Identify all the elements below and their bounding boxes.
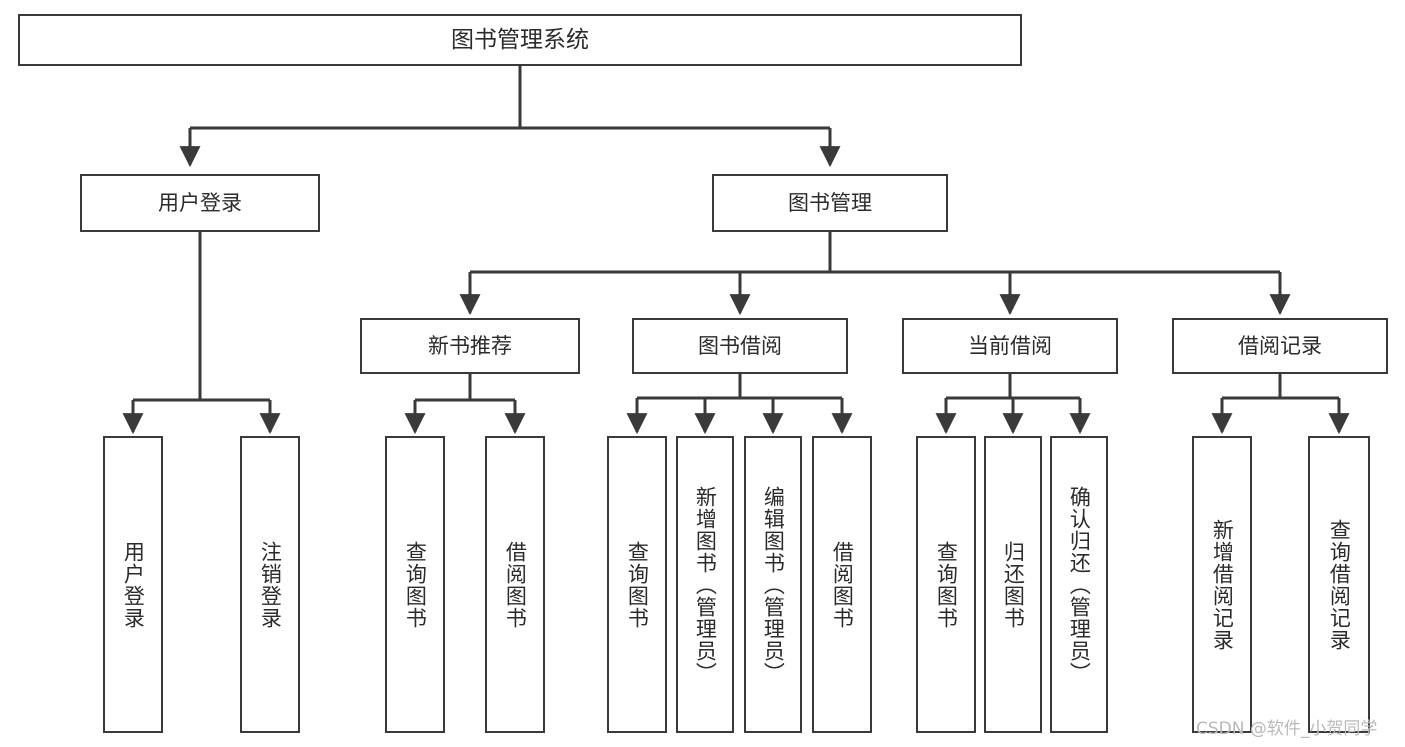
leaf-user-login[interactable]: 用户登录 (103, 436, 163, 733)
node-user-login[interactable]: 用户登录 (80, 174, 320, 232)
leaf-add-borrow-record[interactable]: 新增借阅记录 (1192, 436, 1252, 733)
node-book-borrow[interactable]: 图书借阅 (632, 318, 848, 374)
leaf-query-borrow-record[interactable]: 查询借阅记录 (1308, 436, 1370, 733)
node-label: 用户登录 (121, 540, 146, 629)
node-label: 图书管理系统 (451, 26, 589, 53)
node-label: 借阅图书 (830, 540, 855, 629)
node-current-borrow[interactable]: 当前借阅 (902, 318, 1118, 374)
node-label: 注销登录 (258, 540, 283, 629)
leaf-return-book[interactable]: 归还图书 (984, 436, 1042, 733)
leaf-borrow-book-recommend[interactable]: 借阅图书 (485, 436, 545, 733)
node-label: 图书借阅 (698, 333, 782, 358)
node-label: 查询图书 (934, 540, 959, 629)
leaf-edit-book-admin[interactable]: 编辑图书（管理员） (744, 436, 802, 733)
node-label: 确认归还（管理员） (1067, 485, 1092, 684)
node-label: 编辑图书（管理员） (761, 485, 786, 684)
node-root-system[interactable]: 图书管理系统 (18, 14, 1022, 66)
node-label: 查询图书 (625, 540, 650, 629)
leaf-query-book-current[interactable]: 查询图书 (916, 436, 976, 733)
node-label: 借阅图书 (503, 540, 528, 629)
node-label: 当前借阅 (968, 333, 1052, 358)
node-label: 新书推荐 (428, 333, 512, 358)
node-label: 查询图书 (403, 540, 428, 629)
csdn-watermark: CSDN @软件_小贺同学 (1196, 719, 1378, 739)
node-label: 查询借阅记录 (1327, 518, 1352, 651)
leaf-borrow-book[interactable]: 借阅图书 (812, 436, 872, 733)
node-new-book-recommend[interactable]: 新书推荐 (360, 318, 580, 374)
leaf-logout[interactable]: 注销登录 (240, 436, 300, 733)
node-label: 新增图书（管理员） (693, 485, 718, 684)
leaf-query-book-borrow[interactable]: 查询图书 (607, 436, 667, 733)
leaf-query-book-recommend[interactable]: 查询图书 (385, 436, 445, 733)
leaf-confirm-return-admin[interactable]: 确认归还（管理员） (1050, 436, 1108, 733)
node-label: 图书管理 (788, 190, 872, 215)
node-book-management[interactable]: 图书管理 (712, 174, 948, 232)
leaf-add-book-admin[interactable]: 新增图书（管理员） (676, 436, 734, 733)
node-label: 归还图书 (1001, 540, 1026, 629)
node-label: 借阅记录 (1238, 333, 1322, 358)
node-label: 用户登录 (158, 190, 242, 215)
node-label: 新增借阅记录 (1210, 518, 1235, 651)
node-borrow-record[interactable]: 借阅记录 (1172, 318, 1388, 374)
